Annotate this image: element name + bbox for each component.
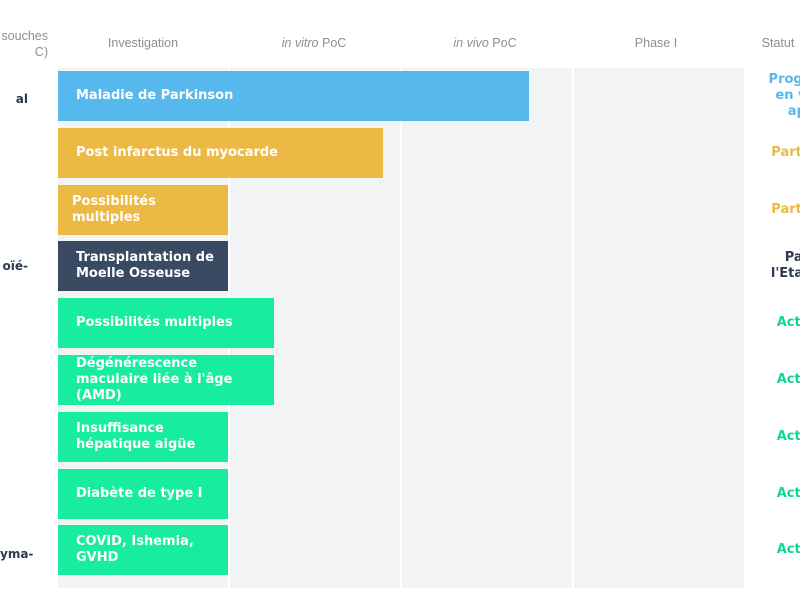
status-text: Partena xyxy=(742,145,800,161)
program-bar-label: Possibilités multiples xyxy=(76,315,233,331)
status-line: apr xyxy=(787,104,800,119)
stage-column-bg xyxy=(402,68,572,588)
program-bar: Insuffisance hépatique aigüe xyxy=(58,411,228,462)
column-header-text: Statut xyxy=(761,36,795,50)
status-text: Actuel xyxy=(742,372,800,388)
status-line: Part xyxy=(784,250,800,266)
status-text: Actuel xyxy=(742,486,800,502)
program-bar: Post infarctus du myocarde xyxy=(58,127,383,178)
header-left-line1: souches xyxy=(1,29,48,43)
category-label: oïé- xyxy=(2,259,28,273)
program-bar: Maladie de Parkinson xyxy=(58,71,529,121)
status-line: l'Etablis xyxy=(770,266,800,282)
program-bar: Diabète de type I xyxy=(58,468,228,519)
program-bar-label: COVID, Ishemia, GVHD xyxy=(76,534,194,566)
status-line: Actuel xyxy=(776,428,800,444)
program-bar: Possibilités multiples xyxy=(58,184,228,235)
column-header-italic: in vitro xyxy=(281,36,319,50)
category-label: yma- xyxy=(0,547,34,561)
program-bar: COVID, Ishemia, GVHD xyxy=(58,525,228,576)
program-bar-label: Possibilités multiples xyxy=(72,193,156,225)
column-header-text: PoC xyxy=(318,36,347,50)
column-header-text: PoC xyxy=(488,36,517,50)
column-header-text: Investigation xyxy=(107,36,179,50)
header-left-line2: C) xyxy=(34,45,48,59)
column-header-italic: in vivo xyxy=(453,36,489,50)
status-text: Actuel xyxy=(742,542,800,558)
status-line: Actuel xyxy=(776,315,800,331)
status-line: en vue xyxy=(775,88,800,103)
program-bar-label: Post infarctus du myocarde xyxy=(76,144,278,160)
column-header: in vitro PoC xyxy=(282,36,347,50)
status-line: Program xyxy=(768,72,800,87)
column-header: Statut xyxy=(762,36,795,50)
program-bar: Possibilités multiples xyxy=(58,298,275,349)
program-bar: Dégénérescence maculaire liée à l'âge (A… xyxy=(58,355,275,405)
program-bar-label: Insuffisance hépatique aigüe xyxy=(76,420,196,452)
status-line: Partena xyxy=(771,201,800,217)
program-bar: Transplantation de Moelle Osseuse xyxy=(58,241,228,292)
status-line: Actuel xyxy=(776,485,800,501)
column-header-text: Phase I xyxy=(634,36,678,50)
status-text: Actuel xyxy=(742,315,800,331)
stem-cell-column-header: souches C) xyxy=(0,28,48,60)
status-line: Actuel xyxy=(776,542,800,558)
column-header: Investigation xyxy=(108,36,178,50)
status-text: Actuel xyxy=(742,429,800,445)
status-text: Partena xyxy=(742,202,800,218)
status-text: Programen vueapr xyxy=(742,72,800,120)
status-line: Partena xyxy=(771,144,800,160)
program-bar-label: Diabète de type I xyxy=(76,485,203,501)
program-bar-label: Maladie de Parkinson xyxy=(76,88,234,103)
stage-column-bg xyxy=(574,68,744,588)
program-bar-label: Transplantation de Moelle Osseuse xyxy=(76,250,214,282)
column-header: in vivo PoC xyxy=(453,36,516,50)
program-bar-label: Dégénérescence maculaire liée à l'âge (A… xyxy=(76,356,233,403)
status-line: Actuel xyxy=(776,372,800,387)
category-label: al xyxy=(15,92,28,106)
column-header: Phase I xyxy=(635,36,677,50)
status-text: Partl'Etablis xyxy=(742,250,800,282)
